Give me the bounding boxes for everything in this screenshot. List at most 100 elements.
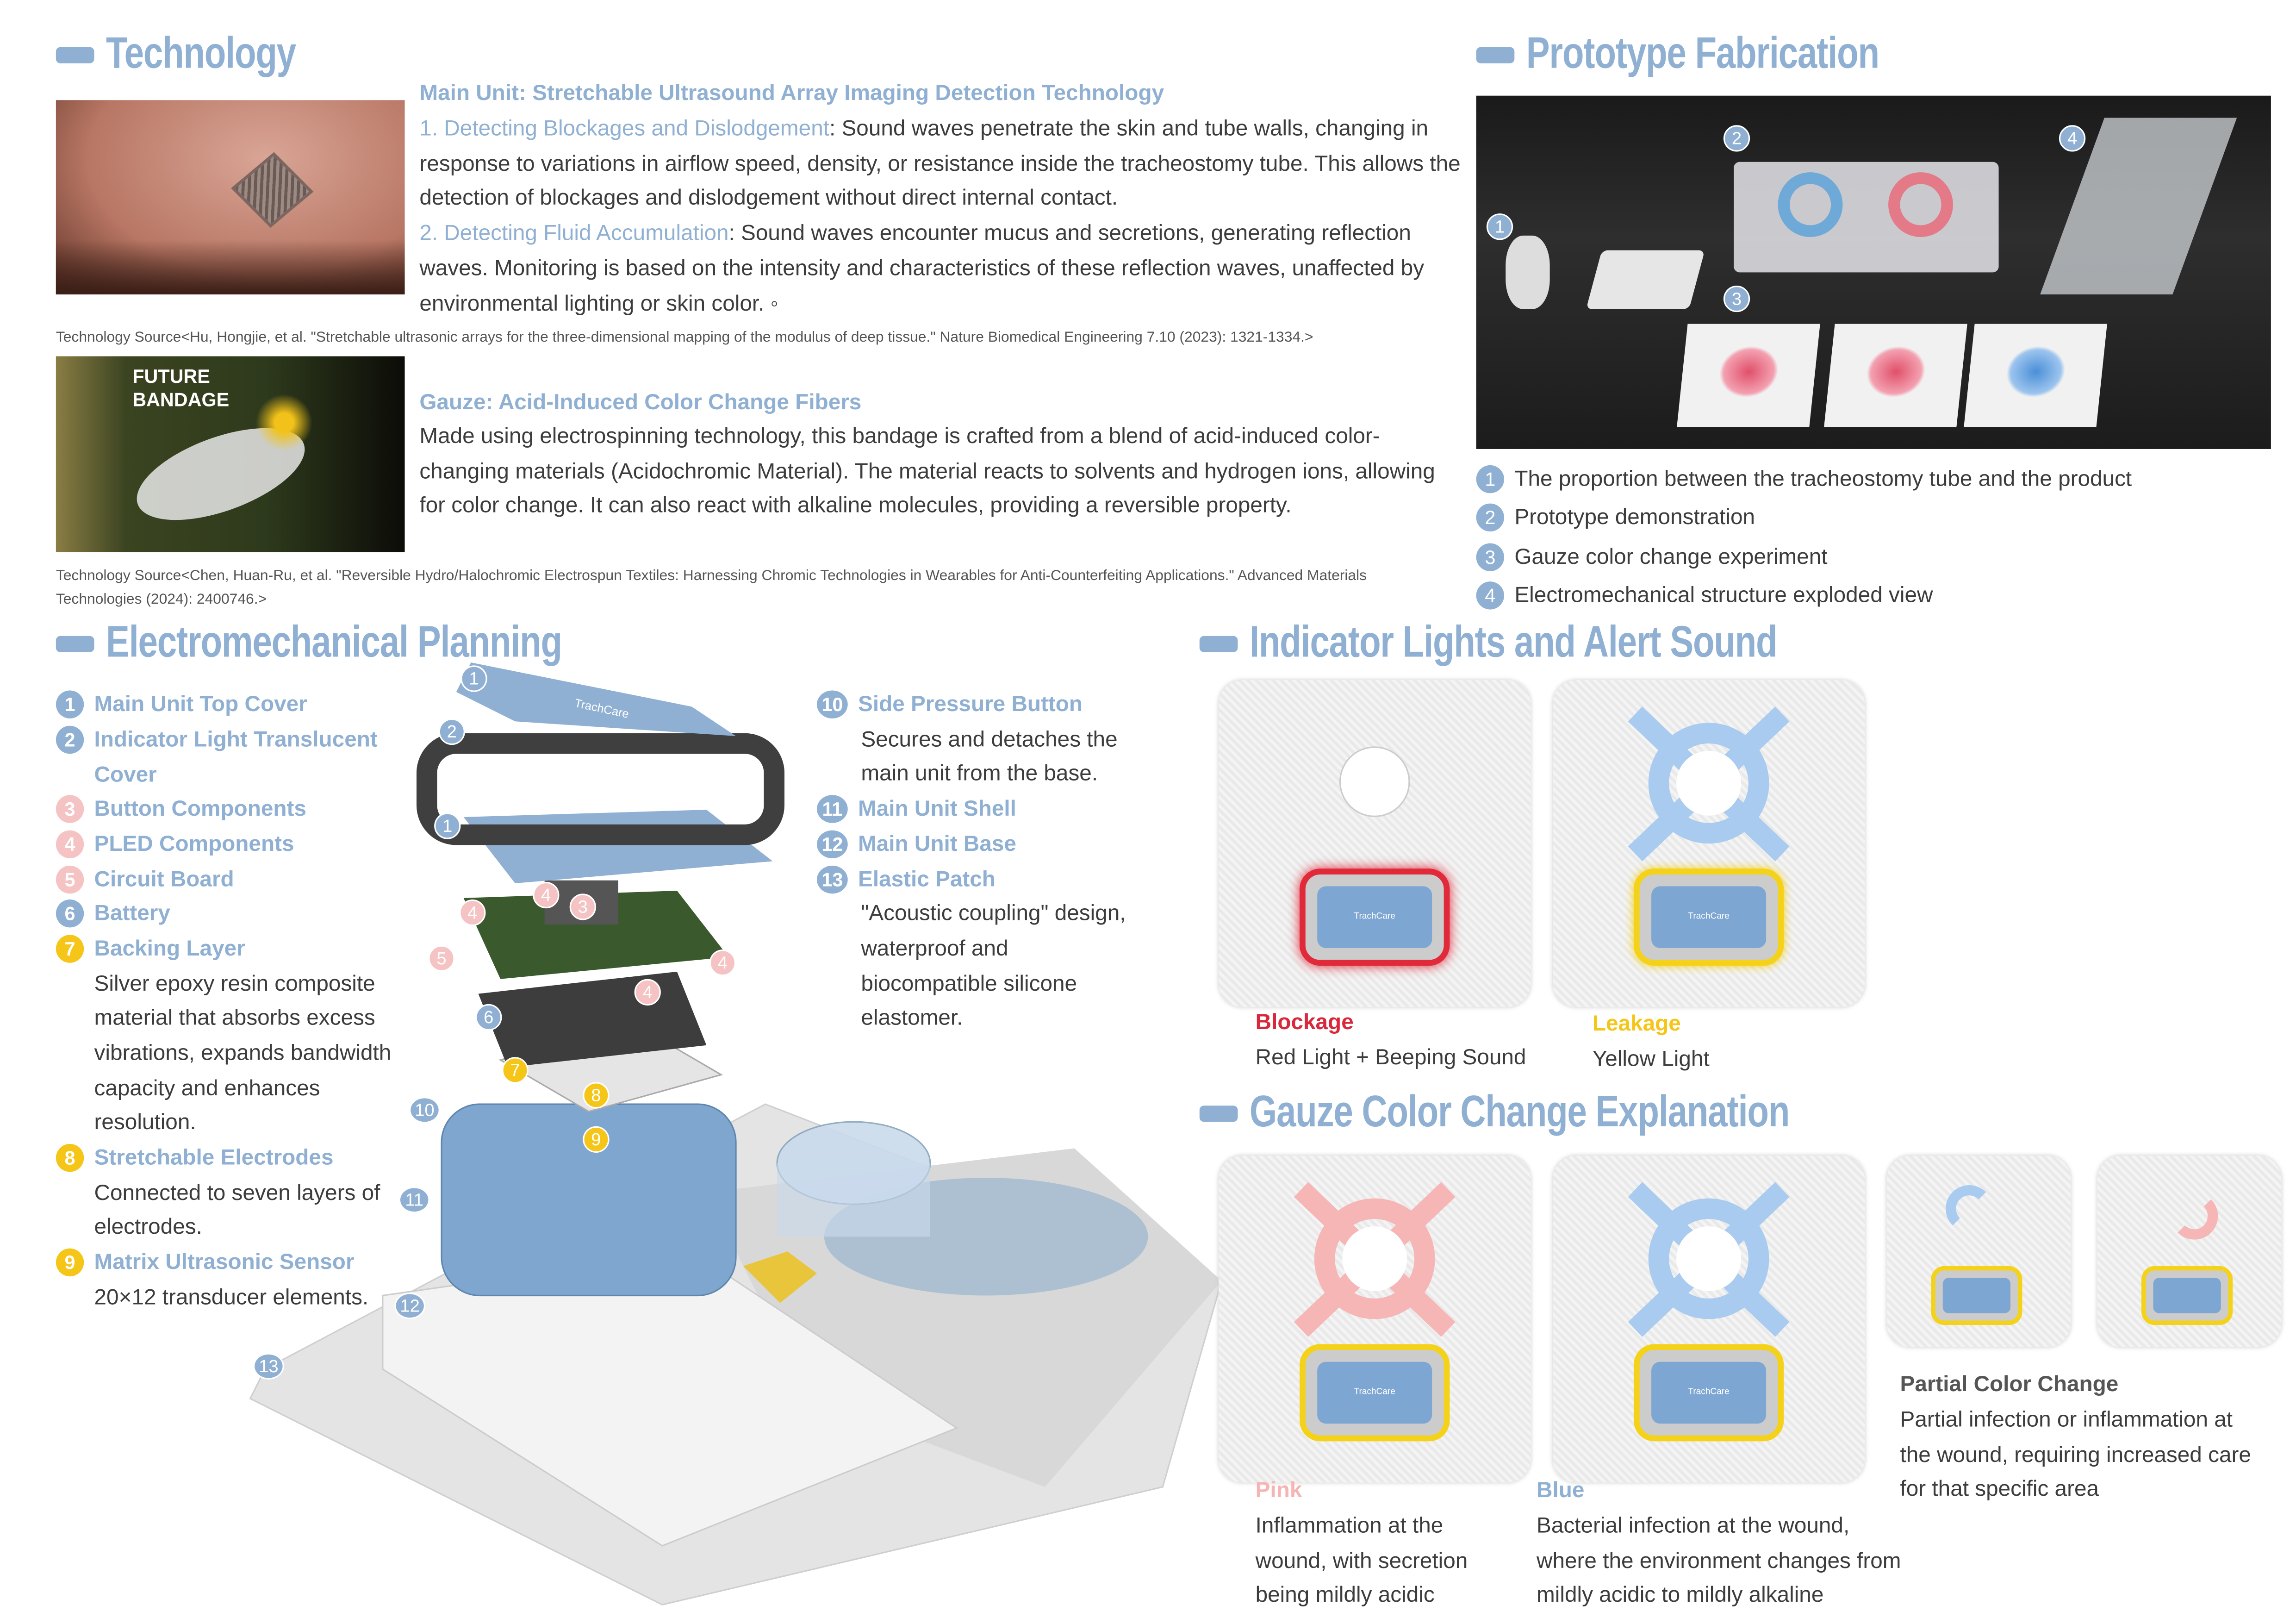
number-badge: 8 — [583, 1082, 610, 1109]
number-badge: 4 — [709, 949, 736, 976]
indicator-heading: Indicator Lights and Alert Sound — [1199, 618, 1909, 668]
number-badge: 6 — [56, 900, 84, 928]
main-unit-title: Main Unit: Stretchable Ultrasound Array … — [419, 81, 1164, 106]
number-badge: 2 — [438, 718, 465, 745]
partial-desc: Partial infection or inflammation at the… — [1900, 1407, 2251, 1502]
number-badge: 13 — [816, 865, 848, 893]
skin-sensor-photo — [56, 100, 405, 295]
frame-ring — [416, 733, 784, 845]
section-title: Technology — [106, 29, 296, 78]
section-title: Indicator Lights and Alert Sound — [1249, 618, 1778, 667]
number-badge: 4 — [533, 881, 560, 909]
number-badge: 7 — [502, 1057, 529, 1084]
number-badge: 1 — [434, 812, 461, 839]
number-badge: 11 — [816, 795, 848, 824]
pink-gauze-card: TrachCare — [1219, 1156, 1531, 1483]
indicator-translucent-cover — [463, 810, 773, 884]
partial-blue-card — [1886, 1156, 2071, 1347]
number-badge: 1 — [460, 665, 487, 692]
component-desc: Connected to seven layers of electrodes. — [94, 1180, 380, 1240]
number-badge: 4 — [634, 979, 661, 1006]
exploded-view-diagram: TrachCare — [249, 662, 1223, 1605]
number-badge: 2 — [56, 725, 84, 754]
number-badge: 1 — [1476, 465, 1505, 493]
blue-desc: Bacterial infection at the wound, where … — [1537, 1513, 1901, 1608]
blockage-device-card: TrachCare — [1219, 680, 1531, 1007]
blue-gauze-card: TrachCare — [1553, 1156, 1865, 1483]
number-badge: 4 — [56, 830, 84, 859]
component-desc: Secures and detaches the main unit from … — [861, 726, 1118, 787]
section-title: Prototype Fabrication — [1526, 29, 1879, 78]
number-badge: 6 — [475, 1004, 502, 1031]
number-badge: 10 — [816, 691, 848, 719]
number-badge: 4 — [459, 899, 486, 926]
number-badge: 1 — [56, 691, 84, 719]
number-badge: 12 — [394, 1293, 426, 1319]
number-badge: 4 — [1476, 581, 1505, 610]
gauze-description: Made using electrospinning technology, t… — [419, 424, 1435, 519]
component-desc: "Acoustic coupling" design, waterproof a… — [861, 901, 1126, 1031]
point2-text: : Sound waves encounter mucus and secret… — [419, 221, 1425, 316]
number-badge: 13 — [253, 1353, 284, 1380]
number-badge: 3 — [56, 795, 84, 824]
number-badge: 5 — [56, 865, 84, 893]
number-badge: 2 — [1476, 504, 1505, 532]
electromechanical-heading: Electromechanical Planning — [56, 618, 676, 668]
number-badge: 10 — [409, 1097, 440, 1124]
circuit-board — [463, 890, 729, 979]
number-badge: 9 — [583, 1126, 610, 1153]
number-badge: 3 — [569, 893, 596, 920]
main-unit-description: 1. Detecting Blockages and Dislodgement:… — [419, 112, 1464, 321]
number-badge: 12 — [816, 830, 848, 859]
pink-title: Pink — [1255, 1478, 1302, 1503]
number-badge: 8 — [56, 1144, 84, 1173]
point2-title: 2. Detecting Fluid Accumulation — [419, 221, 729, 246]
blue-title: Blue — [1537, 1478, 1585, 1503]
gauze-explanation-heading: Gauze Color Change Explanation — [1199, 1088, 1924, 1138]
photo-callout-1: 1 — [1486, 213, 1513, 240]
heading-marker — [1199, 1105, 1238, 1121]
section-title: Gauze Color Change Explanation — [1249, 1088, 1790, 1137]
number-badge: 3 — [1476, 543, 1505, 571]
photo-callout-4: 4 — [2059, 125, 2086, 152]
leakage-title: Leakage — [1592, 1011, 1681, 1037]
number-badge: 11 — [398, 1187, 430, 1213]
main-unit-top-cover — [456, 662, 736, 737]
pink-desc: Inflammation at the wound, with secretio… — [1255, 1513, 1468, 1608]
heading-marker — [1476, 46, 1515, 63]
component-desc: Silver epoxy resin composite material th… — [94, 971, 392, 1136]
point1-title: 1. Detecting Blockages and Dislodgement — [419, 116, 829, 142]
blockage-desc: Red Light + Beeping Sound — [1255, 1045, 1526, 1070]
leakage-desc: Yellow Light — [1592, 1047, 1710, 1072]
photo-callout-3: 3 — [1723, 285, 1750, 312]
partial-title: Partial Color Change — [1900, 1372, 2119, 1397]
partial-pink-card — [2097, 1156, 2282, 1347]
component-desc: 20×12 transducer elements. — [94, 1285, 369, 1310]
number-badge: 7 — [56, 935, 84, 963]
heading-marker — [1199, 635, 1238, 652]
gauze-title: Gauze: Acid-Induced Color Change Fibers — [419, 390, 862, 415]
prototype-heading: Prototype Fabrication — [1476, 30, 1967, 80]
heading-marker — [56, 635, 94, 652]
